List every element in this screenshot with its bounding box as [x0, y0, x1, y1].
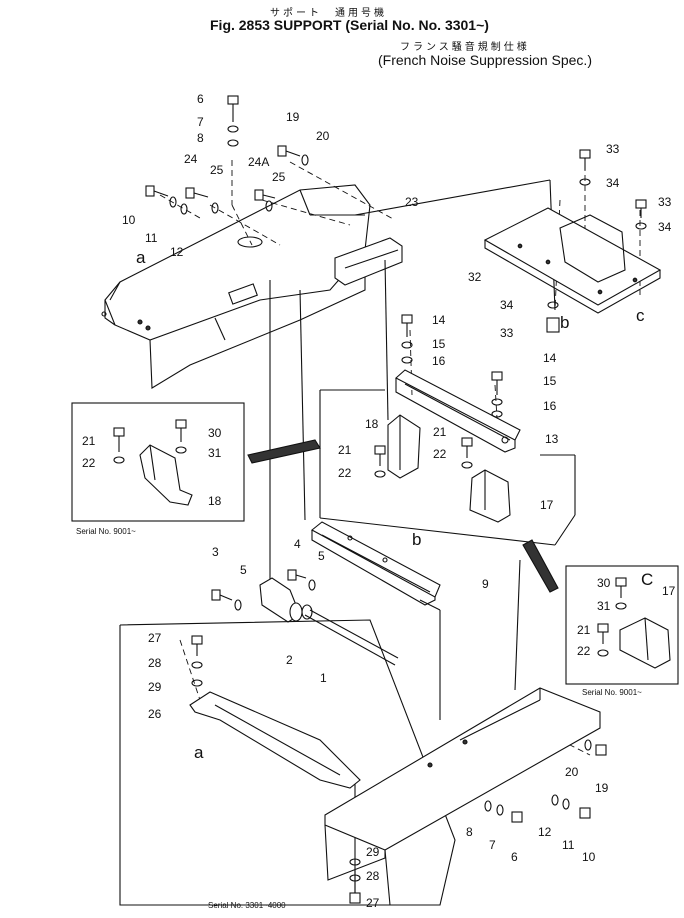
callout: 22	[577, 644, 591, 658]
callout: 21	[577, 623, 591, 637]
callout: 9	[482, 577, 489, 591]
callout: 21	[82, 434, 96, 448]
callout: 20	[316, 129, 330, 143]
callout: 24A	[248, 155, 270, 169]
callout: 6	[197, 92, 204, 106]
serial-note-right: Serial No. 9001~	[582, 688, 642, 697]
callout: 29	[366, 845, 380, 859]
figure-subtitle: (French Noise Suppression Spec.)	[378, 52, 592, 68]
callout: 12	[170, 245, 184, 259]
reference-letter: b	[412, 530, 422, 549]
callout: 14	[432, 313, 446, 327]
callout: 30	[208, 426, 222, 440]
reference-letter: b	[560, 313, 570, 332]
callout: 5	[318, 549, 325, 563]
callout: 24	[184, 152, 198, 166]
callout: 8	[197, 131, 204, 145]
callout: 17	[662, 584, 676, 598]
callout: 7	[489, 838, 496, 852]
serial-note-bottom: Serial No. 3301~4000	[208, 901, 286, 910]
inset-box-left	[71, 402, 321, 522]
callout: 33	[658, 195, 672, 209]
serial-note-left: Serial No. 9001~	[76, 527, 136, 536]
callout: 15	[432, 337, 446, 351]
callout: 28	[148, 656, 162, 670]
callout: 28	[366, 869, 380, 883]
callout: 26	[148, 707, 162, 721]
lower-frame-assembly	[324, 687, 601, 906]
callout: 5	[240, 563, 247, 577]
callout: 25	[210, 163, 224, 177]
callout: 11	[562, 838, 575, 852]
callout: 12	[538, 825, 552, 839]
callout: 10	[122, 213, 136, 227]
callout: 33	[606, 142, 620, 156]
fasteners	[113, 95, 647, 904]
callout: 27	[366, 896, 380, 910]
callout: 21	[338, 443, 352, 457]
subtitle-japanese: フランス騒音規制仕様	[400, 42, 530, 53]
callout: 16	[432, 354, 446, 368]
reference-letter: c	[636, 306, 645, 325]
callout: 20	[565, 765, 579, 779]
callout: 18	[208, 494, 222, 508]
callout: 25	[272, 170, 286, 184]
callout: 31	[208, 446, 222, 460]
callout: 13	[545, 432, 559, 446]
callout: 34	[500, 298, 514, 312]
reference-letter: C	[641, 570, 654, 589]
callout: 30	[597, 576, 611, 590]
callout: 34	[606, 176, 620, 190]
shaft-1	[259, 577, 399, 666]
inset-box-right	[522, 539, 679, 685]
upper-frame-assembly	[101, 184, 403, 389]
callout: 3	[212, 545, 219, 559]
title-japanese: サポート 通用号機	[270, 8, 387, 19]
callout: 22	[338, 466, 352, 480]
plate-32	[483, 207, 662, 314]
callout: 19	[286, 110, 300, 124]
callout: 1	[320, 671, 327, 685]
callout: 29	[148, 680, 162, 694]
bracket-13	[387, 369, 521, 523]
callout: 23	[405, 195, 419, 209]
callout: 19	[595, 781, 609, 795]
callout: 22	[82, 456, 96, 470]
lower-left-inset	[119, 619, 456, 906]
reference-letter: a	[136, 248, 146, 267]
callout: 18	[365, 417, 379, 431]
callout: 6	[511, 850, 518, 864]
callout: 8	[466, 825, 473, 839]
callout: 11	[145, 231, 158, 245]
callout: 14	[543, 351, 557, 365]
callout: 34	[658, 220, 672, 234]
callout: 2	[286, 653, 293, 667]
callout: 10	[582, 850, 596, 864]
support-9	[311, 521, 441, 606]
callout: 7	[197, 115, 204, 129]
reference-letter: a	[194, 743, 204, 762]
callout: 17	[540, 498, 554, 512]
callout: 21	[433, 425, 447, 439]
callout: 4	[294, 537, 301, 551]
callout: 31	[597, 599, 611, 613]
callout: 27	[148, 631, 162, 645]
figure-title: Fig. 2853 SUPPORT (Serial No. No. 3301~)	[210, 17, 489, 33]
callout: 33	[500, 326, 514, 340]
callout: 32	[468, 270, 482, 284]
callout: 15	[543, 374, 557, 388]
callout: 16	[543, 399, 557, 413]
callout: 22	[433, 447, 447, 461]
